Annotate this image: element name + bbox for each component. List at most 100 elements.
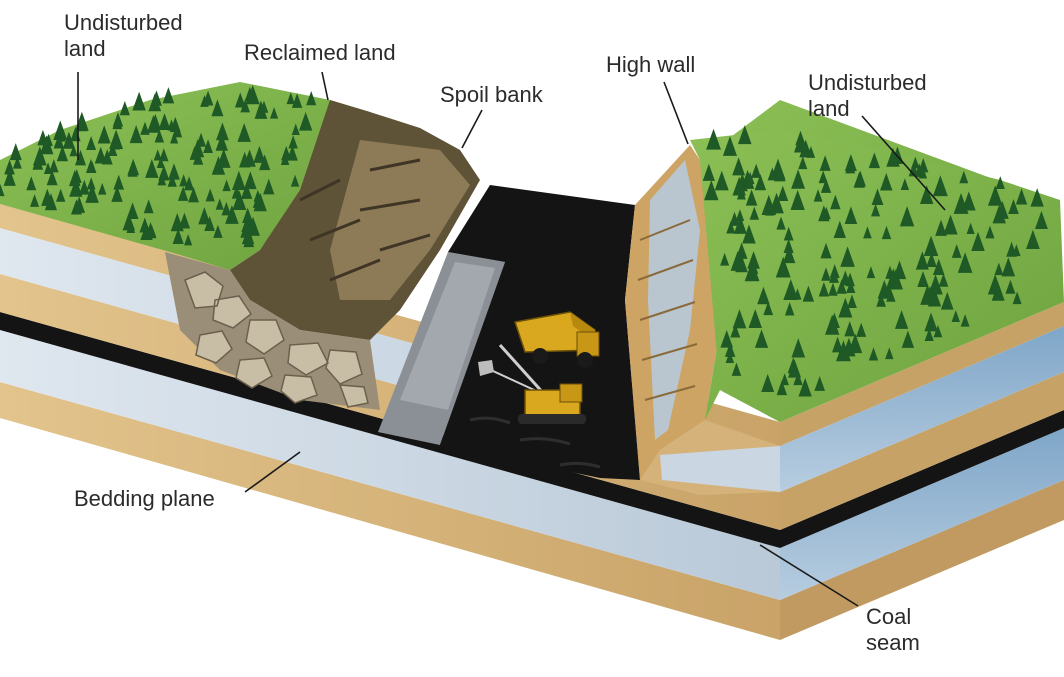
tree-icon	[196, 132, 207, 147]
tree-icon	[198, 207, 211, 225]
tree-icon	[69, 144, 78, 157]
tree-icon	[702, 125, 1048, 397]
tree-icon	[86, 177, 96, 190]
tree-icon	[742, 224, 756, 244]
tree-icon	[938, 273, 949, 287]
spoil-bank-pond-sheen	[400, 262, 495, 410]
tree-icon	[782, 245, 796, 264]
tree-icon	[253, 145, 266, 163]
pit-floor-texture	[469, 327, 601, 469]
tree-icon	[113, 174, 125, 190]
tree-icon	[188, 187, 199, 203]
tree-icon	[41, 188, 54, 206]
right-lower-shale	[780, 428, 1064, 600]
tree-icon	[748, 260, 759, 274]
tree-icon	[62, 131, 76, 149]
tree-icon	[211, 99, 224, 117]
tree-icon	[145, 159, 159, 178]
reclaimed-slope-light	[330, 140, 470, 300]
tree-icon	[845, 159, 856, 174]
tree-icon	[291, 123, 300, 135]
high-wall	[625, 145, 720, 480]
tree-icon	[829, 269, 839, 283]
tree-icon	[1034, 210, 1048, 229]
leader-spoil-bank	[461, 109, 483, 149]
tree-icon	[928, 274, 943, 295]
tree-icon	[915, 251, 929, 270]
tree-icon	[943, 214, 958, 235]
tree-icon	[853, 171, 865, 188]
tree-icon	[813, 189, 823, 202]
tree-icon	[192, 150, 204, 165]
tree-icon	[932, 258, 945, 275]
tree-icon	[111, 185, 123, 202]
tree-icon	[245, 84, 260, 105]
label-undisturbed-land-left: Undisturbed land	[64, 10, 183, 61]
tree-icon	[97, 125, 111, 144]
tree-icon	[56, 145, 69, 162]
tree-icon	[241, 214, 254, 232]
tree-icon	[1008, 199, 1019, 214]
reclaimed-slope-texture	[299, 158, 431, 282]
label-high-wall: High wall	[606, 52, 696, 77]
tree-icon	[240, 98, 251, 113]
tree-icon	[838, 297, 853, 318]
leader-lines	[77, 71, 946, 607]
right-face-strata	[780, 302, 1064, 640]
tree-icon	[844, 206, 858, 224]
tree-icon	[747, 251, 760, 269]
label-coal-seam: Coal seam	[866, 604, 920, 655]
tree-icon	[767, 167, 777, 181]
tree-icon	[156, 156, 165, 168]
tree-icon	[167, 173, 177, 187]
tree-icon	[761, 194, 777, 216]
label-reclaimed-land: Reclaimed land	[244, 40, 396, 65]
tree-icon	[78, 118, 88, 132]
tree-icon	[732, 309, 747, 329]
tree-icon	[126, 202, 139, 220]
tree-icon	[221, 201, 232, 216]
tree-icon	[143, 199, 154, 214]
tree-icon	[720, 329, 734, 348]
leader-coal-seam	[759, 544, 859, 607]
label-undisturbed-land-right: Undisturbed land	[808, 70, 927, 121]
tree-icon	[885, 265, 895, 279]
tree-icon	[763, 301, 774, 316]
right-top-sandstone	[780, 302, 1064, 446]
tree-icon	[814, 375, 826, 391]
tree-icon	[706, 128, 721, 150]
tree-icon	[885, 347, 894, 360]
tree-icon	[203, 139, 213, 154]
tree-icon	[126, 220, 136, 233]
tree-icon	[86, 136, 97, 150]
tree-icon	[259, 100, 269, 113]
label-bedding-plane: Bedding plane	[74, 486, 215, 511]
tree-icon	[775, 256, 791, 278]
tree-icon	[888, 269, 903, 290]
tree-icon	[241, 226, 255, 245]
tree-icon	[177, 186, 189, 201]
tree-icon	[751, 163, 762, 178]
tree-icon	[4, 159, 15, 175]
right-bench-shale	[660, 446, 780, 492]
tree-icon	[783, 238, 794, 253]
leader-bedding-plane	[244, 451, 301, 493]
tree-icon	[150, 90, 162, 106]
front-lower-shale	[0, 330, 780, 600]
tree-icon	[704, 180, 719, 201]
tree-icon	[291, 93, 303, 108]
tree-icon	[871, 188, 884, 205]
tree-icon	[98, 182, 107, 195]
tree-icon	[1005, 279, 1016, 294]
tree-icon	[222, 179, 231, 192]
tree-icon	[216, 122, 229, 141]
tree-icon	[172, 228, 184, 245]
tree-icon	[184, 233, 193, 246]
tree-icon	[754, 329, 769, 348]
tree-icon	[960, 314, 970, 327]
tree-icon	[735, 242, 748, 259]
tree-icon	[94, 146, 107, 164]
tree-icon	[821, 267, 831, 281]
tree-icon	[49, 159, 59, 173]
tree-icon	[802, 285, 815, 302]
